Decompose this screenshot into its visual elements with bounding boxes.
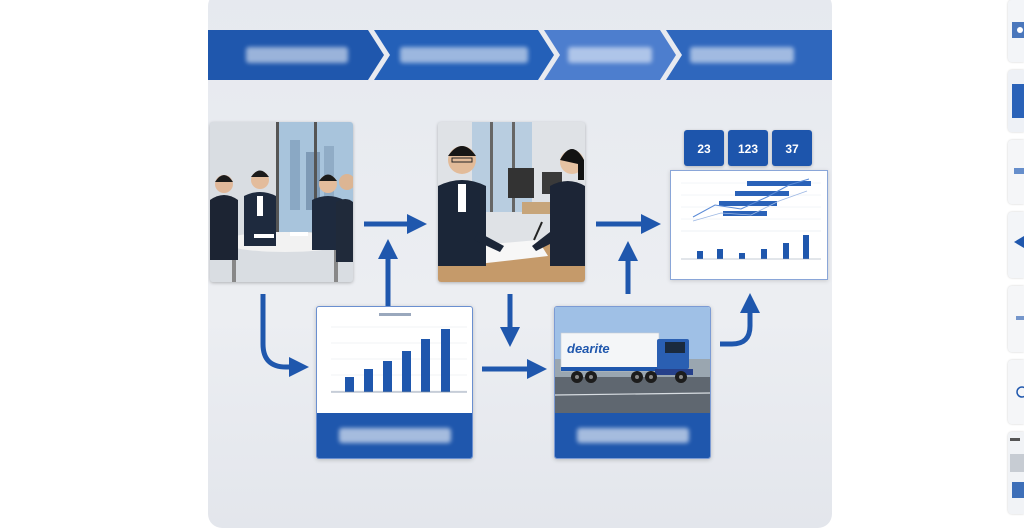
kpi-2-value: 123 xyxy=(737,142,759,156)
chart-bar-4 xyxy=(402,351,411,392)
contract-signing-photo xyxy=(438,122,585,282)
chart-bar-2 xyxy=(364,369,373,392)
kpi-3-value: 37 xyxy=(785,142,799,156)
chevron-step-3-label xyxy=(548,30,668,80)
delivery-truck-footer xyxy=(555,413,710,458)
chart-bar-6 xyxy=(441,329,450,392)
thumbnail-4[interactable] xyxy=(1008,212,1024,278)
meeting-illustration xyxy=(210,122,353,282)
kpi-2-title xyxy=(728,134,768,140)
dashboard-hbar-3 xyxy=(719,201,777,206)
truck-logo-text: dearite xyxy=(567,341,610,356)
thumbnail-2[interactable] xyxy=(1008,70,1024,132)
sales-chart-footer xyxy=(317,413,472,458)
arrow-truck-to-dashboard xyxy=(720,293,760,347)
dashboard-vbar-3 xyxy=(739,253,745,259)
thumbnail-5[interactable] xyxy=(1008,286,1024,352)
kpi-1-title xyxy=(684,134,724,140)
dashboard-vbar-5 xyxy=(783,243,789,259)
meeting-photo xyxy=(210,122,353,282)
analytics-dashboard xyxy=(670,170,828,280)
chevron-step-1-label xyxy=(208,30,378,80)
signing-illustration xyxy=(438,122,585,282)
process-diagram: dearite 23 123 37 xyxy=(208,0,832,528)
chevron-step-4-label xyxy=(668,30,832,80)
sales-chart-card xyxy=(316,306,473,459)
sales-bar-chart xyxy=(331,313,467,393)
dashboard-line-2 xyxy=(692,190,808,222)
thumbnail-7[interactable] xyxy=(1008,432,1024,514)
truck-illustration: dearite xyxy=(555,307,710,413)
kpi-3-title xyxy=(772,134,812,140)
thumbnail-strip[interactable] xyxy=(1008,0,1024,529)
dashboard-vbar-4 xyxy=(761,249,767,259)
chevron-step-2-label xyxy=(378,30,548,80)
dashboard-vbar-6 xyxy=(803,235,809,259)
dashboard-line xyxy=(692,178,810,218)
arrow-meeting-to-chart xyxy=(260,294,309,377)
kpi-box-1: 23 xyxy=(684,130,724,166)
chart-bar-5 xyxy=(421,339,430,392)
thumbnail-1[interactable] xyxy=(1008,0,1024,62)
process-chevron-bar xyxy=(208,30,832,80)
dashboard-charts xyxy=(681,178,821,260)
chart-bar-1 xyxy=(345,377,354,392)
thumbnail-6[interactable] xyxy=(1008,360,1024,424)
thumbnail-3[interactable] xyxy=(1008,140,1024,204)
chart-title-placeholder xyxy=(379,313,411,316)
dashboard-vbar-1 xyxy=(697,251,703,259)
dashboard-hbar-1 xyxy=(747,181,811,186)
kpi-box-3: 37 xyxy=(772,130,812,166)
kpi-1-value: 23 xyxy=(697,142,711,156)
dashboard-vbar-2 xyxy=(717,249,723,259)
dashboard-hbar-4 xyxy=(723,211,767,216)
delivery-truck-card: dearite xyxy=(554,306,711,459)
chart-bar-3 xyxy=(383,361,392,392)
kpi-box-2: 123 xyxy=(728,130,768,166)
dashboard-hbar-2 xyxy=(735,191,789,196)
